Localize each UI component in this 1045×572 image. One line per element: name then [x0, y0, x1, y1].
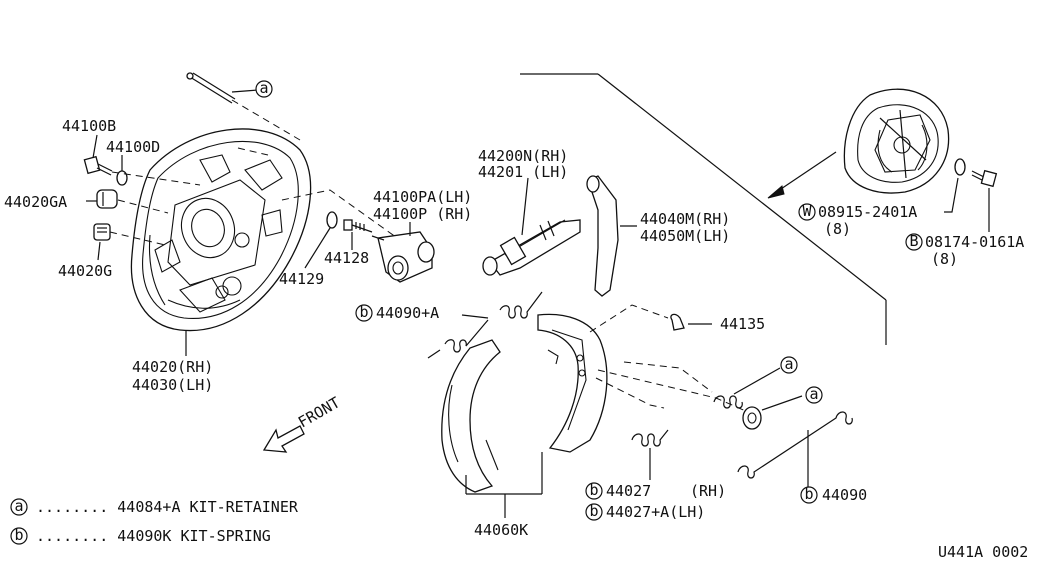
label-44100P: 44100P (RH): [373, 205, 472, 223]
marker-b: b: [800, 485, 818, 504]
grommet-44020GA-drawing: [96, 189, 118, 209]
legend-item-a: a ........ 44084+A KIT-RETAINER: [10, 497, 299, 516]
label-44027A: 44027+A(LH): [606, 503, 705, 521]
dash-line: [623, 361, 713, 393]
label-44027-rh: (RH): [690, 482, 726, 500]
label-44020: 44020(RH): [132, 358, 213, 376]
label-44050M: 44050M(LH): [640, 227, 730, 245]
label-08174: 08174-0161A: [925, 233, 1024, 251]
bolt-44100B-drawing: [83, 155, 113, 176]
marker-b: b: [585, 481, 603, 500]
leader-line: [461, 314, 489, 319]
dash-line: [281, 189, 401, 241]
dash-line: [111, 171, 201, 186]
svg-text:a: a: [14, 497, 23, 515]
dash-line: [237, 147, 269, 156]
spring-44090-drawing: [737, 411, 853, 479]
leader-line: [521, 177, 529, 236]
leader-line: [97, 241, 101, 261]
dash-line: [589, 304, 669, 333]
retainer-cup-drawing: [742, 406, 762, 430]
label-44090: 44090: [822, 486, 867, 504]
dash-line: [231, 99, 301, 141]
bolt-08174-drawing: [971, 169, 998, 188]
label-44020GA: 44020GA: [4, 193, 67, 211]
bleeder-screw-44128-drawing: [343, 219, 373, 233]
label-44201: 44201 (LH): [478, 163, 568, 181]
dash-line: [109, 231, 166, 246]
svg-text:a: a: [259, 79, 268, 97]
marker-a: a: [255, 79, 273, 98]
leader-line: [304, 227, 331, 269]
label-08915: 08915-2401A: [818, 203, 917, 221]
label-44200N: 44200N(RH): [478, 147, 568, 165]
dash-line: [595, 377, 665, 409]
marker-b: b: [585, 502, 603, 521]
clip-44135-drawing: [670, 313, 685, 331]
brake-shoe-left-drawing: [441, 339, 501, 493]
label-44060K: 44060K: [474, 521, 528, 539]
marker-B: B: [905, 232, 923, 251]
svg-text:........ 44090K KIT-SPRING: ........ 44090K KIT-SPRING: [36, 527, 271, 545]
label-44135: 44135: [720, 315, 765, 333]
svg-text:B: B: [909, 232, 918, 250]
retainer-spring-drawing: [713, 395, 743, 409]
svg-text:........ 44084+A KIT-RETAINER: ........ 44084+A KIT-RETAINER: [36, 498, 299, 516]
leader-line: [733, 367, 781, 395]
marker-a: a: [805, 385, 823, 404]
front-arrow-icon: [262, 425, 305, 453]
brake-shoe-right-drawing: [537, 313, 608, 453]
assembly-arrow-icon: [767, 151, 837, 199]
svg-text:W: W: [802, 202, 812, 220]
adjuster-44200N-drawing: [482, 219, 581, 276]
washer-08915-drawing: [954, 158, 966, 176]
marker-a: a: [780, 355, 798, 374]
label-08174-qty: (8): [931, 250, 958, 268]
label-44020G: 44020G: [58, 262, 112, 280]
leader-line: [944, 177, 959, 213]
dash-line: [597, 369, 749, 413]
diagram-id: U441A 0002: [938, 543, 1028, 561]
backing-plate-drawing: [130, 128, 312, 332]
svg-text:b: b: [14, 526, 23, 544]
lever-44040M-drawing: [586, 175, 619, 297]
label-44128: 44128: [324, 249, 369, 267]
label-44030: 44030(LH): [132, 376, 213, 394]
label-44100D: 44100D: [106, 138, 160, 156]
label-44100PA: 44100PA(LH): [373, 188, 472, 206]
label-44040M: 44040M(RH): [640, 210, 730, 228]
spring-44090A-drawing: [427, 291, 543, 359]
legend-item-b: b ........ 44090K KIT-SPRING: [10, 526, 271, 545]
leader-line: [761, 395, 803, 411]
label-44027: 44027: [606, 482, 651, 500]
svg-text:b: b: [589, 502, 598, 520]
plug-44020G-drawing: [93, 223, 111, 241]
wheel-cylinder-drawing: [371, 231, 435, 283]
svg-text:a: a: [809, 385, 818, 403]
svg-text:b: b: [359, 303, 368, 321]
marker-b: b: [355, 303, 373, 322]
dash-line: [117, 199, 169, 214]
svg-text:a: a: [784, 355, 793, 373]
label-08915-qty: (8): [824, 220, 851, 238]
bleeder-cap-44129-drawing: [326, 211, 338, 229]
leader-line: [92, 134, 98, 159]
retainer-pin-drawing: [186, 72, 259, 104]
marker-W: W: [798, 202, 816, 221]
spring-44027-drawing: [631, 429, 669, 447]
label-44129: 44129: [279, 270, 324, 288]
label-front: FRONT: [295, 393, 343, 431]
svg-text:b: b: [589, 481, 598, 499]
label-44090A: 44090+A: [376, 304, 439, 322]
svg-text:b: b: [804, 485, 813, 503]
brake-assembly-drawing: [843, 88, 950, 194]
assembly-line: [597, 73, 887, 301]
label-44100B: 44100B: [62, 117, 116, 135]
